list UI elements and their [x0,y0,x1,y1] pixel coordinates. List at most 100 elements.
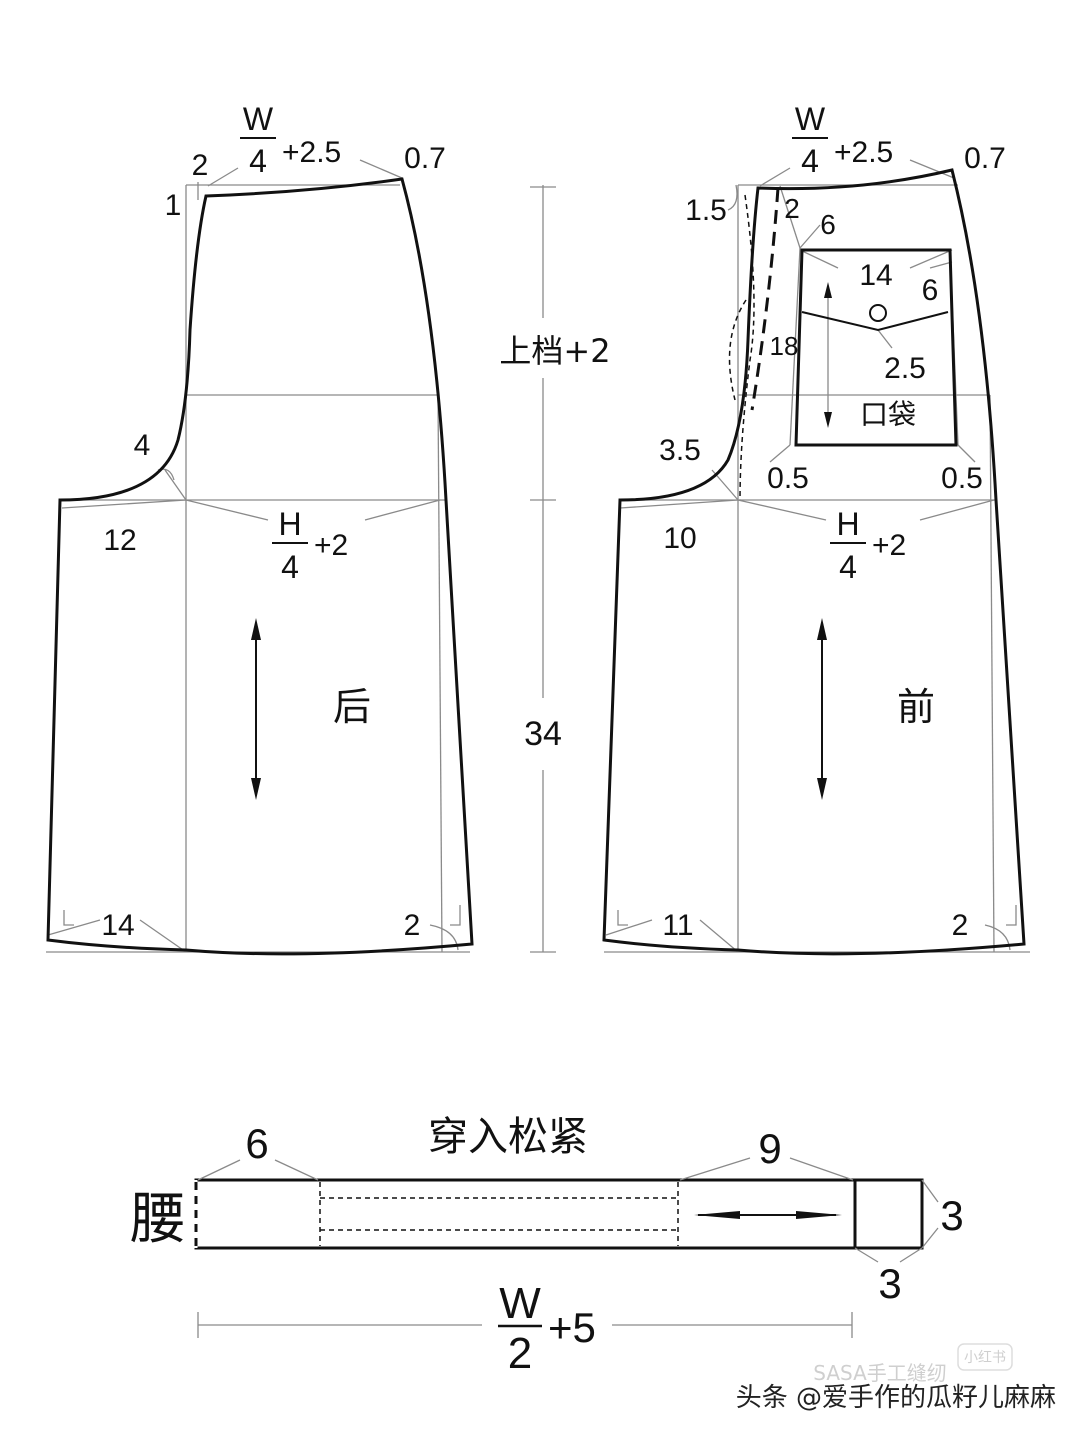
wb-dim-3b-b [899,1247,923,1263]
front-dim-10-a [619,499,739,509]
back-dim-hem-left: 14 [101,909,134,942]
wb-dim-9-a [679,1157,751,1181]
front-dim-fly: 1.5 [685,194,727,227]
waistband-label: 腰 [130,1187,186,1252]
wb-length-suffix: +5 [548,1304,596,1351]
back-dim-waist-left: 2 [192,149,209,182]
pocket-button [869,304,887,322]
vertical-dimension: 上档+2 34 [499,185,611,953]
pocket-flap-label: 6 [922,274,939,307]
back-dim-curve: 4 [134,429,151,462]
wb-dim-right: 9 [758,1125,781,1172]
pocket-point-label: 2.5 [884,352,926,385]
waistband: 腰 穿入松紧 6 9 3 3 W 2 +5 [130,1114,964,1378]
pocket-6-guide [799,224,821,249]
front-dim-h-right [919,499,995,521]
elastic-note: 穿入松紧 [428,1114,588,1160]
back-waist-num: W [243,101,274,137]
front-dim-hem-left: 11 [662,909,693,942]
pocket-flap [801,311,949,332]
pocket-grain-arrow-bottom [824,412,832,428]
back-panel: W 4 +2.5 2 1 0.7 4 12 H 4 +2 后 14 2 [46,101,474,956]
front-grain-arrow-top [817,618,827,640]
front-waist-dim-b [909,159,955,179]
pocket-outline [794,248,958,447]
pocket-14-b [909,249,953,269]
wb-dim-tab: 3 [878,1260,901,1307]
front-waist-dim-a [759,167,791,187]
back-dim-hem-right: 2 [404,909,421,942]
wb-dim-height: 3 [940,1192,963,1239]
pocket-14-a [799,249,839,269]
back-waist-dim-b [359,159,403,179]
front-grain-arrow-bottom [817,778,827,800]
pocket-height-label: 18 [770,331,799,361]
pocket-6-right [929,261,953,269]
front-hip-num: H [836,506,859,542]
wb-dim-left: 6 [245,1120,268,1167]
front-outline [602,168,1026,956]
wb-dim-6-b [274,1159,319,1181]
watermark-text: 头条 @爱手作的瓜籽儿麻麻 [736,1383,1056,1413]
front-curve-dashed-guide [728,299,747,401]
waistband-arrow-right [796,1211,842,1219]
pocket-right-inset-label: 0.5 [941,462,983,495]
back-dim-crotch-ext: 12 [103,524,136,557]
front-panel: W 4 +2.5 1.5 0.7 2 6 14 6 18 2.5 口袋 0.5 … [602,101,1030,956]
front-hem-r-mark [984,924,1011,951]
pocket-left-guide [789,247,801,446]
faint-badge-frame [957,1343,1013,1371]
back-dim-14-b [139,919,187,953]
wb-dim-3-a [921,1179,939,1203]
back-dim-h-left [185,499,269,521]
front-dim-11-b [699,919,739,953]
front-hip-suffix: +2 [872,529,906,562]
front-hem-corner-l [617,910,628,926]
wb-dim-9-b [789,1157,854,1181]
pocket-left-inset-label: 0.5 [767,462,809,495]
back-hem-corner-r [450,905,461,926]
front-dim-pocket-offset-x: 2 [784,193,800,224]
back-dim-h-right [364,499,441,521]
pocket-grain-arrow-top [824,282,832,298]
back-waist-dim-a [207,167,239,187]
back-grain-arrow-bottom [251,778,261,800]
pocket-width-label: 14 [859,259,892,292]
faint-badge: 小红书 [964,1350,1006,1366]
front-waist-suffix: +2.5 [834,136,893,169]
front-dim-pocket-offset-y: 6 [820,209,836,240]
pocket-25-guide [877,329,893,349]
back-hip-den: 4 [281,549,299,585]
front-fly-mark [727,184,738,211]
back-hem-corner-l [63,910,74,926]
back-grain-arrow-top [251,618,261,640]
back-dim-waist-right: 0.7 [404,142,446,175]
back-waist-suffix: +2.5 [282,136,341,169]
front-dim-hem-right: 2 [952,909,969,942]
back-side-guide [437,394,443,953]
front-side-guide [989,394,995,953]
pocket-offset-guide [779,185,801,249]
front-waist-num: W [795,101,826,137]
wb-dim-6-a [197,1159,241,1181]
pocket-label: 口袋 [860,398,916,431]
front-dim-curve: 3.5 [659,434,701,467]
wb-dim-3b-a [854,1247,879,1263]
back-outline [46,177,474,956]
watermarks: 小红书 SASA手工缝纫 头条 @爱手作的瓜籽儿麻麻 [736,1343,1056,1413]
front-panel-name: 前 [897,685,935,729]
back-dim-waist-rise: 1 [165,189,182,222]
back-dim-4-diag [164,469,187,501]
pocket-05-right [957,444,976,463]
wb-length-den: 2 [508,1329,532,1378]
front-waist-den: 4 [801,143,819,179]
front-hip-den: 4 [839,549,857,585]
front-fly-stitch [750,187,780,411]
length-dim-label: 34 [524,715,562,753]
front-dim-h-left [737,499,827,521]
back-panel-name: 后 [333,685,371,729]
rise-dim-label: 上档+2 [499,332,610,370]
front-hem-corner-r [1006,905,1017,926]
front-dim-waist-right: 0.7 [964,142,1006,175]
